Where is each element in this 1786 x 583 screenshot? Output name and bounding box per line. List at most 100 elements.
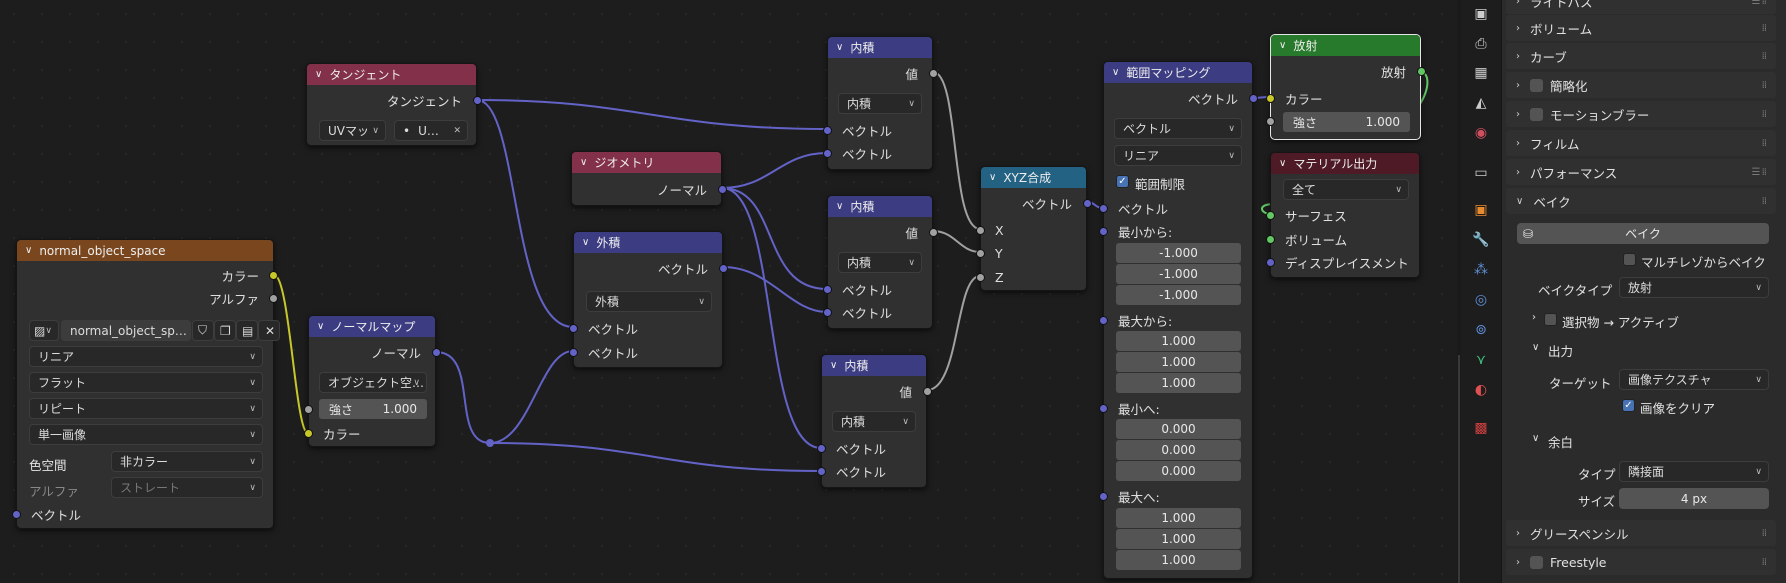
volume-panel[interactable]: ›ボリューム⁞⁞ <box>1506 15 1776 41</box>
combine-z-socket[interactable] <box>976 273 985 282</box>
material-output-header[interactable]: ∨マテリアル出力 <box>1271 153 1419 174</box>
margin-size-field[interactable]: 4 px <box>1619 488 1769 509</box>
unlink-icon[interactable]: ✕ <box>258 320 280 341</box>
dot2-op-select[interactable]: 内積∨ <box>838 252 922 273</box>
emission-strength-socket[interactable] <box>1266 117 1275 126</box>
cross-product-header[interactable]: ∨外積 <box>574 232 722 253</box>
map-range-vector-socket[interactable] <box>1099 204 1108 213</box>
list-icon[interactable]: ☰ ⁞⁞ <box>1751 0 1766 7</box>
cross-input-2-socket[interactable] <box>569 348 578 357</box>
image-browse[interactable]: ▨∨ <box>29 320 59 341</box>
performance-panel[interactable]: ›パフォーマンス☰ ⁞⁞ <box>1506 159 1776 185</box>
close-icon[interactable]: ✕ <box>453 125 461 136</box>
simplify-checkbox[interactable] <box>1530 78 1543 92</box>
combine-xyz-header[interactable]: ∨XYZ合成 <box>981 167 1086 188</box>
dot-product-node-3[interactable]: ∨内積 値 内積∨ ベクトル ベクトル <box>817 354 932 488</box>
normal-map-header[interactable]: ∨ノーマルマップ <box>309 316 435 337</box>
normal-map-output-socket[interactable] <box>432 348 441 357</box>
image-texture-header[interactable]: ∨normal_object_space <box>17 240 273 261</box>
bake-type-select[interactable]: 放射∨ <box>1619 277 1769 298</box>
combine-y-socket[interactable] <box>976 249 985 258</box>
to-max-y[interactable]: 1.000 <box>1116 529 1241 549</box>
image-texture-node[interactable]: ∨normal_object_space カラー アルファ ▨∨ normal_… <box>12 239 280 529</box>
material-icon[interactable]: ◐ <box>1474 382 1488 398</box>
emission-output-socket[interactable] <box>1417 67 1426 76</box>
physics-icon[interactable]: ◎ <box>1474 292 1488 308</box>
cross-product-node[interactable]: ∨外積 ベクトル 外積∨ ベクトル ベクトル <box>569 231 728 368</box>
to-min-y[interactable]: 0.000 <box>1116 440 1241 460</box>
duplicate-icon[interactable]: ❐ <box>214 320 236 341</box>
dot1-input-1-socket[interactable] <box>823 126 832 135</box>
scene-icon[interactable]: ◭ <box>1475 95 1487 111</box>
clear-image-checkbox[interactable]: ✓ <box>1622 399 1635 412</box>
fake-user-icon[interactable]: ⛉ <box>192 320 214 341</box>
dot3-output-socket[interactable] <box>923 387 932 396</box>
margin-type-select[interactable]: 隣接面∨ <box>1619 461 1769 482</box>
from-min-y[interactable]: -1.000 <box>1116 264 1241 284</box>
to-max-z[interactable]: 1.000 <box>1116 550 1241 570</box>
image-color-socket[interactable] <box>269 271 278 280</box>
data-icon[interactable]: ⋎ <box>1475 352 1487 368</box>
output-icon[interactable]: ⎙ <box>1475 36 1487 52</box>
cross-input-1-socket[interactable] <box>569 324 578 333</box>
constraints-icon[interactable]: ⊚ <box>1475 322 1487 338</box>
geometry-normal-socket[interactable] <box>718 185 727 194</box>
grease-pencil-panel[interactable]: ›グリースペンシル⁞⁞ <box>1506 520 1776 546</box>
light-paths-panel[interactable]: ›ライトパス☰ ⁞⁞ <box>1506 0 1776 14</box>
colorspace-select[interactable]: 非カラー∨ <box>111 451 263 472</box>
tangent-output-socket[interactable] <box>473 96 482 105</box>
bake-panel[interactable]: ∨ベイク⁞⁞ <box>1506 188 1776 214</box>
combine-output-socket[interactable] <box>1083 199 1092 208</box>
image-alpha-socket[interactable] <box>269 294 278 303</box>
dot3-op-select[interactable]: 内積∨ <box>832 411 916 432</box>
map-range-interp[interactable]: リニア∨ <box>1114 145 1242 166</box>
output-subpanel-chevron[interactable]: ∨ <box>1532 342 1540 353</box>
interpolation-select[interactable]: リニア∨ <box>29 346 263 367</box>
folder-icon[interactable]: ▤ <box>236 320 258 341</box>
emission-color-socket[interactable] <box>1266 94 1275 103</box>
cross-output-socket[interactable] <box>719 264 728 273</box>
to-max-x[interactable]: 1.000 <box>1116 508 1241 528</box>
map-range-output-socket[interactable] <box>1249 94 1258 103</box>
material-output-target[interactable]: 全て∨ <box>1283 179 1409 200</box>
tangent-uv-map[interactable]: •U…✕ <box>394 120 468 141</box>
multires-checkbox[interactable] <box>1623 253 1636 266</box>
geometry-header[interactable]: ∨ジオメトリ <box>572 152 721 173</box>
selected-to-active-chevron[interactable]: › <box>1532 312 1536 323</box>
from-min-x[interactable]: -1.000 <box>1116 243 1241 263</box>
geometry-node[interactable]: ∨ジオメトリ ノーマル <box>571 151 727 206</box>
from-max-x[interactable]: 1.000 <box>1116 331 1241 351</box>
map-range-node[interactable]: ∨範囲マッピング ベクトル ベクトル∨ リニア∨ ✓ 範囲制限 ベクトル 最小か… <box>1099 61 1258 579</box>
normal-map-strength-socket[interactable] <box>304 405 313 414</box>
from-min-z[interactable]: -1.000 <box>1116 285 1241 305</box>
film-panel[interactable]: ›フィルム⁞⁞ <box>1506 130 1776 156</box>
to-min-x[interactable]: 0.000 <box>1116 419 1241 439</box>
material-output-node[interactable]: ∨マテリアル出力 全て∨ サーフェス ボリューム ディスプレイスメント <box>1266 152 1420 278</box>
bake-button[interactable]: ⛁ベイク <box>1517 223 1769 244</box>
combine-x-socket[interactable] <box>976 226 985 235</box>
freestyle-panel[interactable]: ›Freestyle⁞⁞ <box>1506 549 1776 575</box>
from-max-socket[interactable] <box>1099 316 1108 325</box>
curves-panel[interactable]: ›カーブ⁞⁞ <box>1506 43 1776 69</box>
tangent-map-type[interactable]: UVマッ∨ <box>319 120 386 141</box>
from-max-y[interactable]: 1.000 <box>1116 352 1241 372</box>
to-max-socket[interactable] <box>1099 492 1108 501</box>
area-separator[interactable] <box>1457 0 1461 583</box>
dot2-output-socket[interactable] <box>929 228 938 237</box>
selected-to-active-checkbox[interactable] <box>1544 313 1557 326</box>
list-icon[interactable]: ☰ ⁞⁞ <box>1751 166 1766 178</box>
target-select[interactable]: 画像テクスチャ∨ <box>1619 369 1769 390</box>
surface-socket[interactable] <box>1266 211 1275 220</box>
from-max-z[interactable]: 1.000 <box>1116 373 1241 393</box>
dot1-op-select[interactable]: 内積∨ <box>838 93 922 114</box>
from-min-socket[interactable] <box>1099 227 1108 236</box>
dot3-input-1-socket[interactable] <box>817 444 826 453</box>
source-select[interactable]: 単一画像∨ <box>29 424 263 445</box>
to-min-socket[interactable] <box>1099 404 1108 413</box>
dot1-input-2-socket[interactable] <box>823 149 832 158</box>
projection-select[interactable]: フラット∨ <box>29 372 263 393</box>
modifier-icon[interactable]: 🔧 <box>1472 232 1490 248</box>
dot1-output-socket[interactable] <box>929 69 938 78</box>
